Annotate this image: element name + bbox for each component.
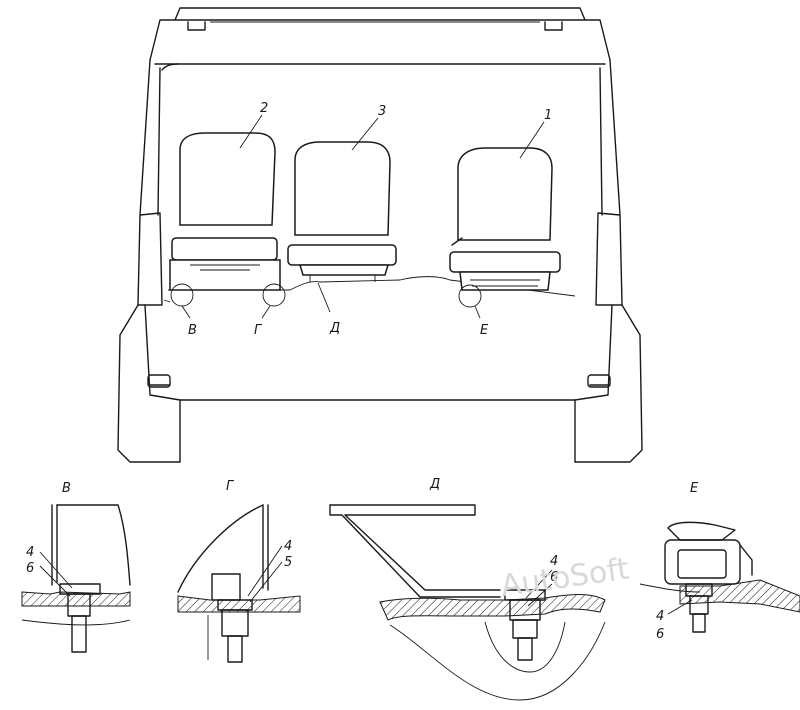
seat-2: [169, 132, 281, 291]
detail-g-part-b: 5: [284, 555, 292, 570]
detail-e: Е 4 6: [639, 481, 800, 642]
callout-seat-1: 1: [544, 108, 552, 123]
seat-1: [449, 147, 561, 291]
detail-e-part-a: 4: [656, 609, 664, 624]
detail-v-title: В: [62, 481, 71, 496]
cab-outline: [117, 7, 643, 463]
detail-d-title: Д: [429, 477, 440, 492]
seat-callouts: 2 3 1: [239, 101, 552, 159]
callout-seat-2: 2: [260, 101, 268, 116]
detail-g-part-a: 4: [284, 539, 292, 554]
detail-e-part-b: 6: [656, 627, 664, 642]
detail-v: В 4 6: [21, 481, 131, 653]
view-circle-g: [262, 283, 286, 307]
detail-v-part-a: 4: [26, 545, 34, 560]
detail-g: Г 4 5: [177, 479, 301, 663]
detail-v-part-b: 6: [26, 561, 34, 576]
detail-g-title: Г: [226, 479, 235, 494]
label-view-v: В: [188, 323, 197, 338]
detail-d-part-b: 6: [550, 570, 558, 585]
detail-d: Д 4 6: [329, 477, 606, 701]
label-view-g: Г: [254, 323, 263, 338]
label-view-e: Е: [480, 323, 489, 338]
view-circle-e: [458, 284, 482, 308]
detail-e-title: Е: [690, 481, 699, 496]
label-view-d: Д: [329, 321, 340, 336]
view-markers: В Г Д Е: [170, 282, 489, 338]
callout-seat-3: 3: [378, 104, 386, 119]
seat-3: [287, 141, 397, 282]
detail-d-part-a: 4: [550, 554, 558, 569]
